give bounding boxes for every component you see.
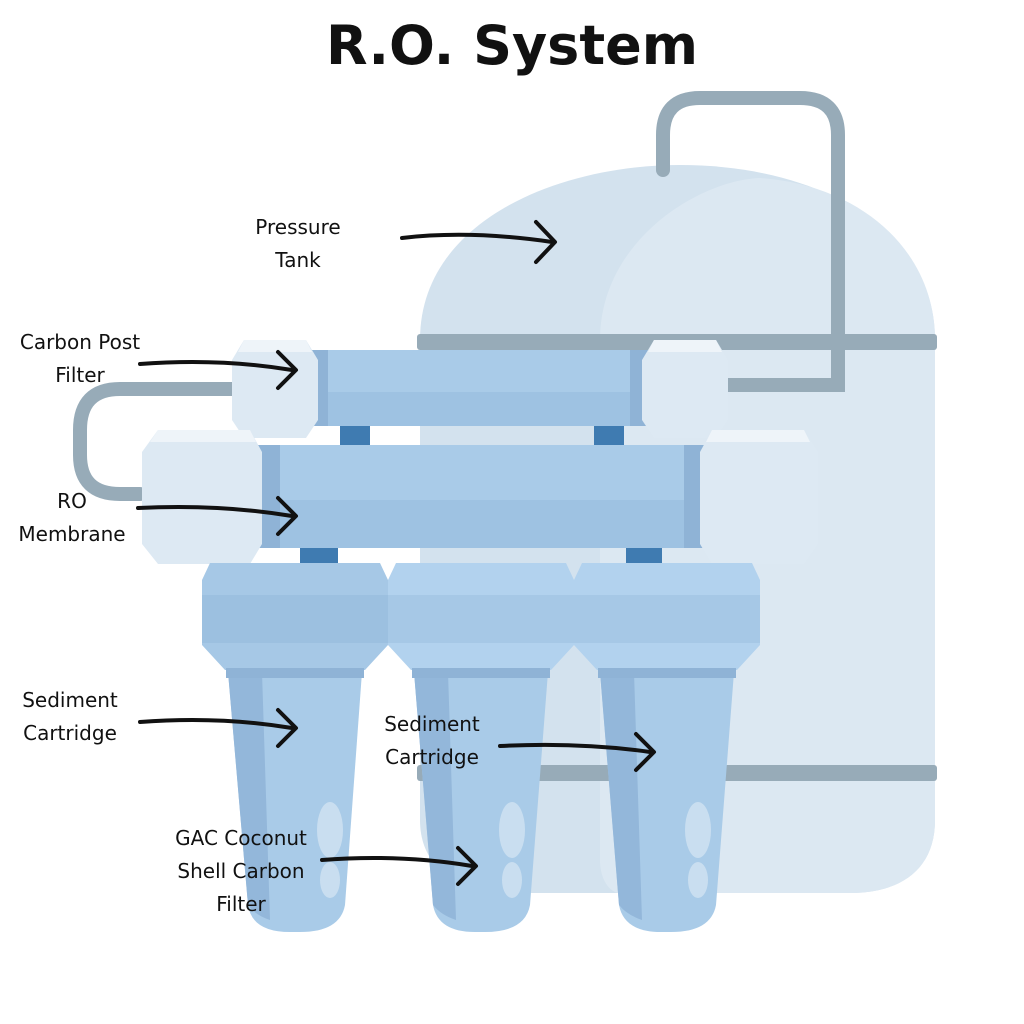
ro-membrane-arrow	[136, 496, 298, 536]
carbon-post-filter-arrow	[138, 350, 298, 390]
sediment-cartridge-left-label: Sediment Cartridge	[22, 688, 118, 745]
connectors	[300, 426, 662, 566]
sediment-cartridge-right-label: Sediment Cartridge	[384, 712, 480, 769]
sediment-cartridge-left-housing	[202, 563, 388, 932]
carbon-post-filter-label: Carbon Post Filter	[19, 330, 141, 387]
carbon-post-filter-housing	[232, 340, 728, 438]
ro-membrane-housing	[142, 430, 818, 564]
tubing	[73, 91, 845, 501]
side-loop-tube	[73, 382, 239, 501]
sediment-cartridge-left-arrow	[138, 708, 298, 748]
sediment-cartridge-right-housing	[574, 563, 760, 932]
pressure-tank-label: Pressure Tank	[255, 215, 341, 272]
gac-filter-label: GAC Coconut Shell Carbon Filter	[175, 826, 307, 916]
gac-filter-housing	[388, 563, 574, 932]
ro-membrane-label: RO Membrane	[18, 489, 126, 546]
page-title: R.O. System	[325, 14, 699, 77]
gac-filter-arrow	[320, 846, 478, 886]
pressure-tank-arrow	[400, 220, 557, 264]
sediment-cartridge-right-arrow	[498, 732, 656, 772]
tank-top-tube	[656, 91, 845, 392]
